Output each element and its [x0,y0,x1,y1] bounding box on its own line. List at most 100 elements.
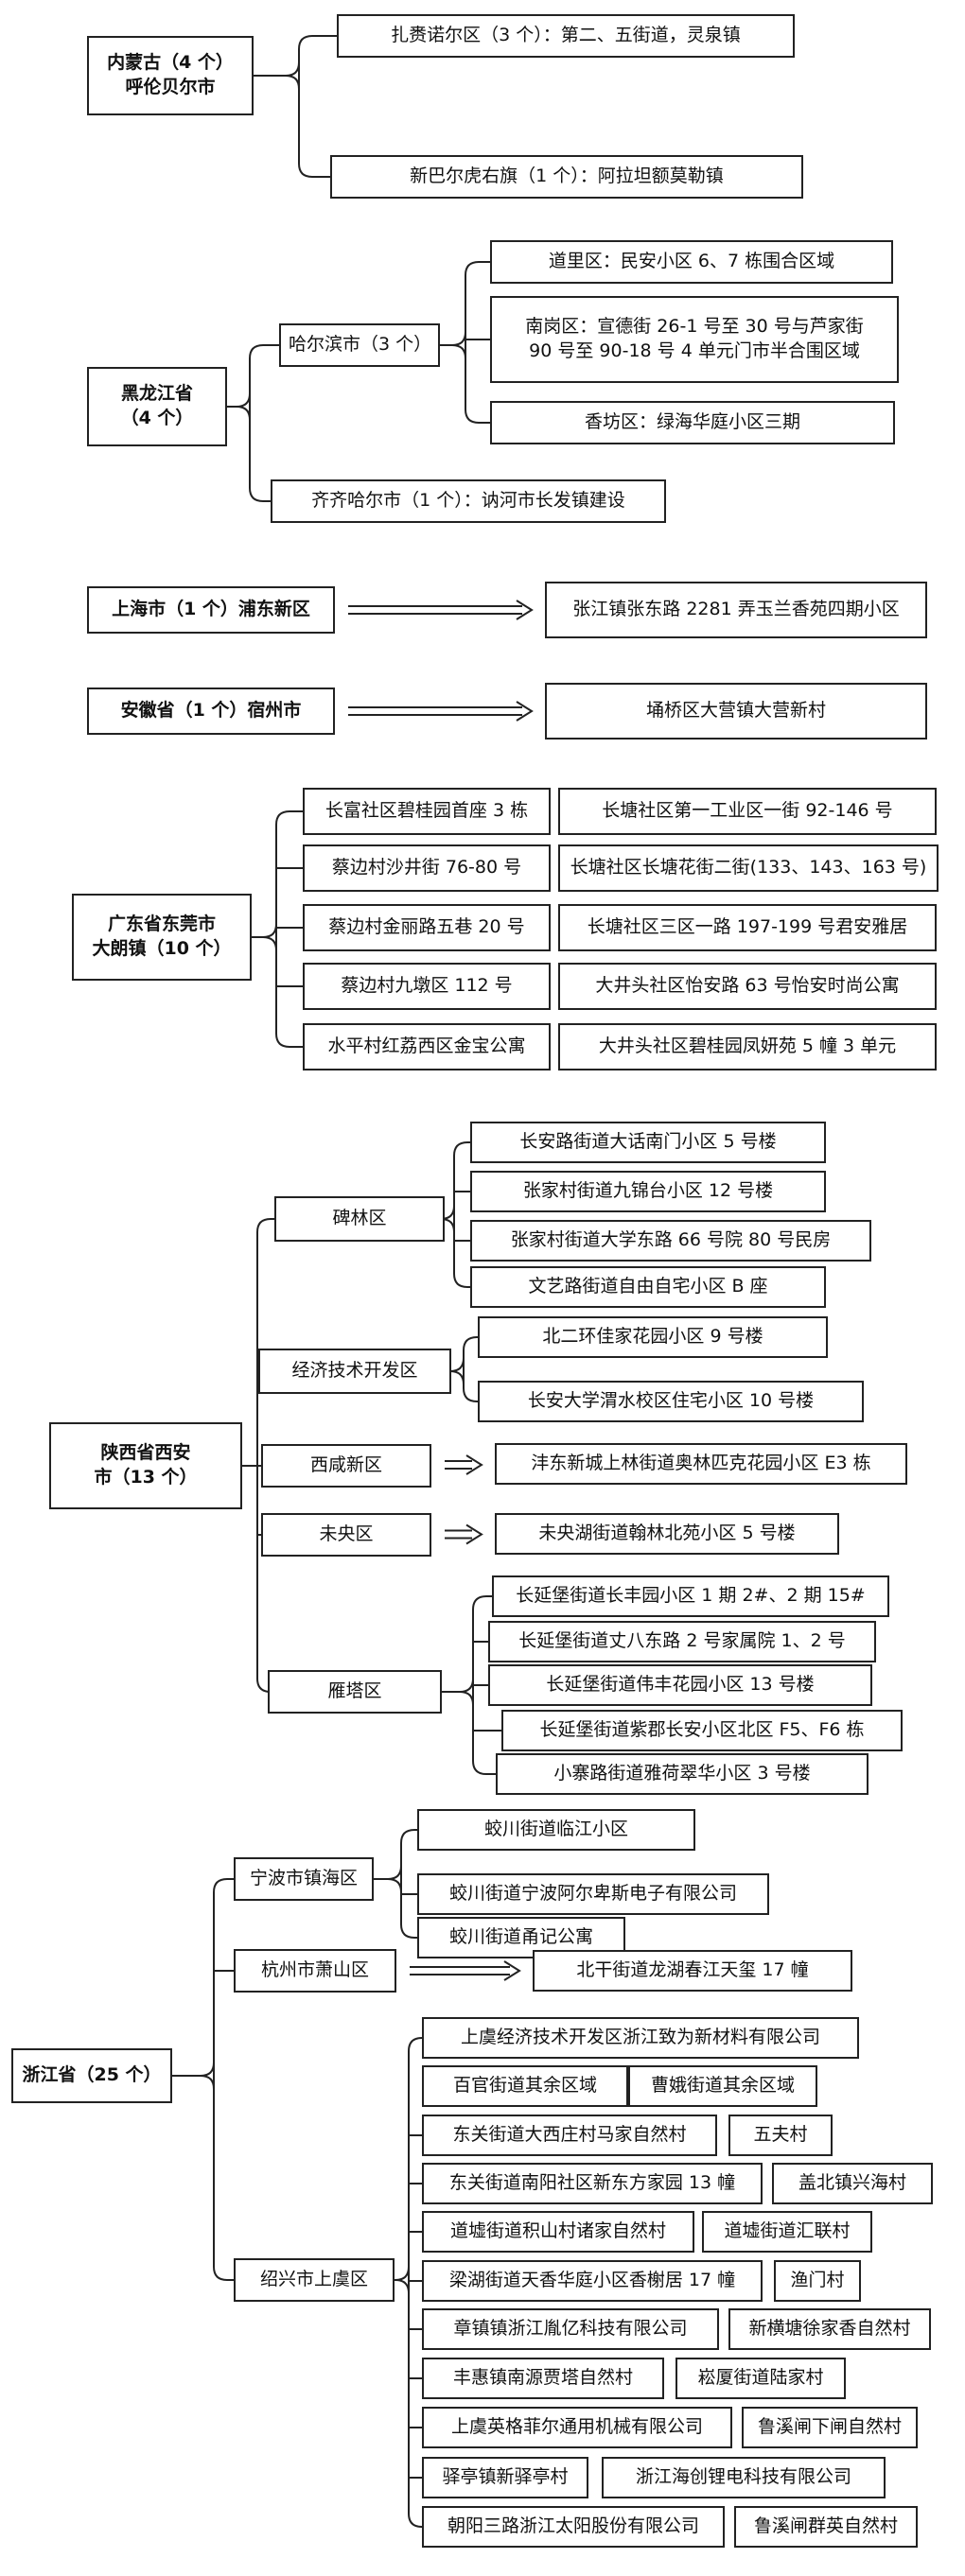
node-1: 黑龙江省 （4 个） [87,367,227,446]
bracket-tip-0 [254,61,300,77]
node-0-1: 新巴尔虎右旗（1 个）：阿拉坦额莫勒镇 [330,155,803,199]
node-4-1: 长塘社区第一工业区一街 92-146 号 [558,788,937,835]
node-4-5: 长塘社区三区一路 197-199 号君安雅居 [558,904,937,951]
bracket-branch-7-3 [453,1273,470,1288]
bracket-tip-lower-13 [387,1878,402,1893]
arrow-head-4 [516,701,534,722]
node-1-0-2: 香坊区：绿海华庭小区三期 [490,401,895,444]
node-6-2-18: 浙江海创锂电科技有限公司 [602,2457,886,2498]
node-5-4-4: 小寨路街道雅荷翠华小区 3 号楼 [496,1753,868,1795]
node-5-4-3: 长延堡街道紫郡长安小区北区 F5、F6 栋 [501,1710,903,1751]
node-4-7: 大井头社区怡安路 63 号怡安时尚公寓 [558,963,937,1010]
node-5-0-3: 文艺路街道自由自宅小区 B 座 [470,1266,826,1308]
bracket-branch-1-0 [249,344,279,359]
node-5: 陕西省西安 市（13 个） [49,1422,242,1509]
node-4-6: 蔡边村九墩区 112 号 [303,963,551,1010]
node-5-0: 碑林区 [274,1196,445,1242]
node-6-2: 绍兴市上虞区 [234,2258,395,2302]
bracket-tip-lower-1 [236,406,251,421]
node-1-0-1: 南岗区：宣德街 26-1 号至 30 号与芦家街 90 号至 90-18 号 4… [490,296,899,383]
node-5-1-0: 北二环佳家花园小区 9 号楼 [478,1316,828,1358]
node-6-2-14: 崧厦街道陆家村 [676,2358,846,2399]
node-5-1-1: 长安大学渭水校区住宅小区 10 号楼 [478,1381,864,1422]
node-6-2-3: 东关街道大西庄村马家自然村 [422,2115,717,2156]
node-6-2-17: 驿亭镇新驿亭村 [422,2457,588,2498]
node-6-2-0: 上虞经济技术开发区浙江致为新材料有限公司 [422,2017,859,2059]
node-6-2-5: 东关街道南阳社区新东方家园 13 幢 [422,2163,763,2204]
node-6-2-16: 鲁溪闸下闸自然村 [742,2407,918,2448]
node-6-2-13: 丰惠镇南源贾塔自然村 [422,2358,664,2399]
node-5-1: 经济技术开发区 [258,1349,451,1394]
bracket-branch-6-0 [256,1218,274,1233]
node-6-2-9: 梁湖街道天香华庭小区香榭居 17 幢 [422,2260,763,2302]
bracket-branch-11-4 [472,1760,496,1775]
bracket-branch-13-2 [400,1923,417,1939]
node-1-0: 哈尔滨市（3 个） [279,323,440,367]
node-3-0: 埇桥区大营镇大营新村 [545,683,927,740]
node-4-4: 蔡边村金丽路五巷 20 号 [303,904,551,951]
bracket-tip-lower-8 [449,1370,465,1385]
node-6-0-1: 蛟川街道宁波阿尔卑斯电子有限公司 [417,1873,769,1915]
node-6: 浙江省（25 个） [11,2048,172,2103]
bracket-branch-15-0 [408,2037,423,2052]
node-4-9: 大井头社区碧桂园凤妍苑 5 幢 3 单元 [558,1023,937,1070]
node-6-0-0: 蛟川街道临江小区 [417,1809,695,1851]
node-5-2: 西咸新区 [261,1444,431,1488]
bracket-tip-lower-15 [395,2279,410,2294]
node-5-3: 未央区 [261,1513,431,1557]
arrow-head-9 [465,1454,483,1475]
node-2: 上海市（1 个）浦东新区 [87,586,335,634]
node-1-1: 齐齐哈尔市（1 个）：讷河市长发镇建设 [271,479,666,523]
bracket-tip-lower-2 [451,344,466,359]
node-5-4-1: 长延堡街道丈八东路 2 号家属院 1、2 号 [488,1621,876,1662]
node-6-2-20: 鲁溪闸群英自然村 [734,2506,918,2548]
bracket-branch-5-4 [275,1033,303,1048]
node-3: 安徽省（1 个）宿州市 [87,688,335,735]
node-5-4-0: 长延堡街道长丰园小区 1 期 2#、2 期 15# [492,1575,889,1617]
bracket-tip-12 [172,2062,215,2077]
node-5-2-0: 沣东新城上林街道奥林匹克花园小区 E3 栋 [495,1443,907,1485]
bracket-tip-8 [449,1357,465,1372]
node-0-0: 扎赉诺尔区（3 个）：第二、五街道，灵泉镇 [337,14,795,58]
node-6-2-4: 五夫村 [728,2115,833,2156]
node-5-3-0: 未央湖街道翰林北苑小区 5 号楼 [495,1513,839,1555]
node-1-0-0: 道里区：民安小区 6、7 栋围合区域 [490,240,893,284]
bracket-branch-11-0 [472,1595,492,1610]
node-4-0: 长富社区碧桂园首座 3 栋 [303,788,551,835]
node-6-1-0: 北干街道龙湖春江天玺 17 幢 [533,1950,852,1992]
node-6-2-10: 渔门村 [774,2260,861,2302]
arrow-head-3 [516,600,534,620]
node-4-2: 蔡边村沙井街 76-80 号 [303,844,551,892]
bracket-tip-2 [440,331,466,346]
bracket-branch-2-2 [465,409,490,424]
node-2-0: 张江镇张东路 2281 弄玉兰香苑四期小区 [545,582,927,638]
node-6-2-7: 道墟街道积山村诸家自然村 [422,2211,694,2253]
bracket-branch-5-0 [275,810,303,826]
bracket-branch-13-0 [400,1829,417,1844]
bracket-tip-13 [374,1865,402,1880]
node-4: 广东省东莞市 大朗镇（10 个） [72,894,252,981]
bracket-branch-7-0 [453,1141,470,1157]
bracket-branch-1-1 [249,487,271,502]
node-5-0-0: 长安路街道大话南门小区 5 号楼 [470,1122,826,1163]
bracket-branch-2-0 [465,261,490,276]
node-6-0-2: 蛟川街道甬记公寓 [417,1917,625,1958]
bracket-tip-lower-0 [285,75,300,90]
bracket-branch-15-9 [408,2513,423,2528]
bracket-tip-11 [442,1678,474,1693]
node-6-2-8: 道墟街道汇联村 [702,2211,872,2253]
node-6-2-19: 朝阳三路浙江太阳股份有限公司 [422,2506,725,2548]
bracket-tip-lower-11 [459,1691,474,1706]
node-5-0-2: 张家村街道大学东路 66 号院 80 号民房 [470,1220,871,1262]
node-6-2-6: 盖北镇兴海村 [772,2163,933,2204]
bracket-branch-0-1 [298,163,330,178]
node-0: 内蒙古（4 个） 呼伦贝尔市 [87,36,254,115]
bracket-branch-12-0 [213,1878,234,1893]
node-6-2-1: 百官街道其余区域 [422,2065,628,2107]
node-5-0-1: 张家村街道九锦台小区 12 号楼 [470,1171,826,1212]
bracket-tip-lower-12 [200,2075,215,2090]
bracket-branch-8-0 [463,1336,478,1351]
node-6-1: 杭州市萧山区 [234,1949,396,1993]
